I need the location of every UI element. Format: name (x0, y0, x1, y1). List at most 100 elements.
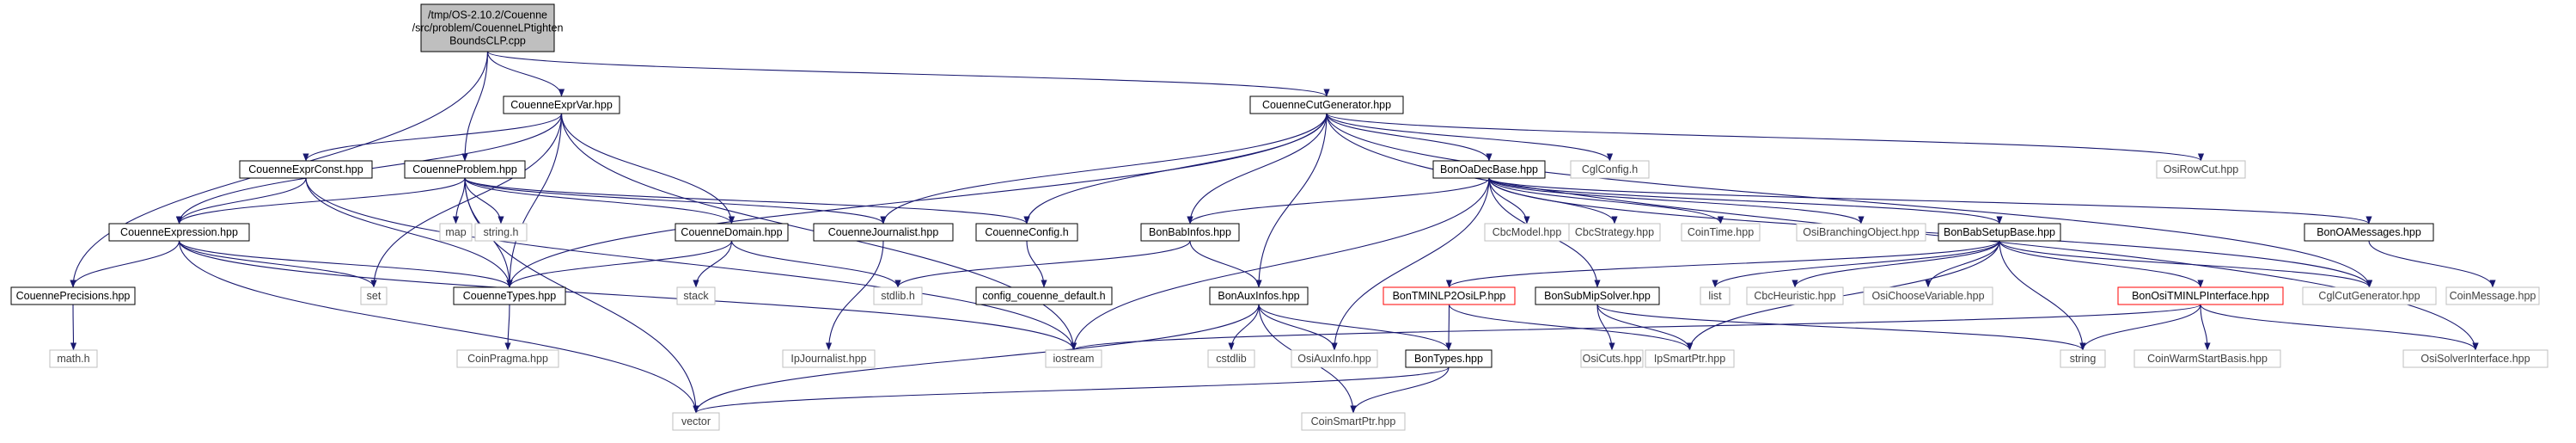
node-bonauxinfos[interactable]: BonAuxInfos.hpp (1209, 286, 1309, 305)
edge-bonoadecbase-to-bonoamessages (1488, 177, 2372, 225)
edge-couennecutgenerator-to-couennejournalist (880, 113, 1328, 225)
node-config-couenne-default[interactable]: config_couenne_default.h (975, 286, 1113, 305)
edge-couenneexprconst-to-iostream (305, 177, 1077, 351)
edge-bonoadecbase-to-osiauxinfo (1331, 177, 1490, 351)
node-bonositminlpinterface[interactable]: BonOsiTMINLPInterface.hpp (2117, 286, 2284, 305)
edge-couenneproblem-to-string-h (464, 177, 504, 225)
edge-bonauxinfos-to-osiauxinfo (1258, 304, 1338, 351)
node-box (1570, 160, 1650, 179)
edge-couennejournalist-to-ipjournalist (825, 240, 884, 351)
node-couenneconfig[interactable]: CouenneConfig.h (975, 223, 1078, 242)
node-box (1568, 223, 1661, 242)
node-couenneprecisions[interactable]: CouennePrecisions.hpp (10, 286, 136, 305)
node-label: iostream (1053, 353, 1095, 365)
node-string-h: string.h (474, 223, 528, 242)
node-bonsubmipsolver[interactable]: BonSubMipSolver.hpp (1535, 286, 1660, 305)
edge-bonbabinfos-to-bonauxinfos (1189, 240, 1262, 288)
node-label: CouenneExpression.hpp (120, 226, 238, 238)
node-box (676, 286, 716, 305)
edge-bonbabsetupbase-to-cbcheuristic (1792, 240, 2000, 288)
node-label: BonOAMessages.hpp (2317, 226, 2421, 238)
node-label: CoinMessage.hpp (2450, 290, 2536, 302)
node-ipjournalist: IpJournalist.hpp (782, 349, 876, 368)
edge-couenneproblem-to-couennedomain (464, 177, 735, 225)
node-root[interactable]: /tmp/OS-2.10.2/Couenne/src/problem/Couen… (412, 3, 564, 52)
edge-bontminlp2osilp-to-ipsmartptr (1448, 304, 1694, 351)
node-box (2302, 286, 2437, 305)
edge-bontypes-to-coinsmartptr (1350, 366, 1450, 414)
node-label: IpSmartPtr.hpp (1654, 353, 1725, 365)
node-couenneexprconst[interactable]: CouenneExprConst.hpp (239, 160, 373, 179)
edge-bonoadecbase-to-bonbabinfos (1187, 177, 1490, 225)
node-box (456, 349, 559, 368)
node-label: /tmp/OS-2.10.2/Couenne (428, 9, 547, 22)
edge-bonauxinfos-to-vector (693, 304, 1260, 414)
edge-couennecutgenerator-to-cglconfig (1326, 113, 1613, 162)
node-vector: vector (672, 412, 720, 431)
node-box (1796, 223, 1926, 242)
edge-bonoadecbase-to-cglcutgenerator (1488, 177, 2372, 288)
node-label: BonBabSetupBase.hpp (1944, 226, 2055, 238)
edge-bonoamessages-to-coinmessage (2368, 240, 2496, 288)
edge-couenneproblem-to-couenneexpression (176, 177, 466, 225)
node-bonbabinfos[interactable]: BonBabInfos.hpp (1140, 223, 1240, 242)
edge-bonsubmipsolver-to-osicuts (1596, 304, 1615, 351)
node-bontypes[interactable]: BonTypes.hpp (1405, 349, 1492, 368)
node-couennejournalist[interactable]: CouenneJournalist.hpp (813, 223, 954, 242)
node-box (453, 286, 566, 305)
node-label: BonOsiTMINLPInterface.hpp (2132, 290, 2269, 302)
node-couenneproblem[interactable]: CouenneProblem.hpp (404, 160, 526, 179)
node-box (2117, 286, 2284, 305)
node-bonoadecbase[interactable]: BonOaDecBase.hpp (1432, 160, 1546, 179)
node-stdlib: stdlib.h (873, 286, 923, 305)
node-list: list (1700, 286, 1731, 305)
node-couenneexprvar[interactable]: CouenneExprVar.hpp (503, 95, 620, 114)
edge-couenneproblem-to-couennejournalist (464, 177, 887, 225)
node-map: map (439, 223, 473, 242)
node-label: BonAuxInfos.hpp (1218, 290, 1299, 302)
node-label: BonTMINLP2OsiLP.hpp (1393, 290, 1506, 302)
edge-couennecutgenerator-to-bonauxinfos (1255, 113, 1328, 288)
node-label: stack (683, 290, 709, 302)
edge-couennecutgenerator-to-bonoadecbase (1326, 113, 1492, 162)
node-couennetypes[interactable]: CouenneTypes.hpp (453, 286, 566, 305)
node-bonbabsetupbase[interactable]: BonBabSetupBase.hpp (1938, 223, 2061, 242)
edge-couenneexpression-to-set (178, 240, 377, 288)
edge-couennecutgenerator-to-osirowcut (1326, 113, 2204, 162)
edge-bontypes-to-vector (693, 366, 1450, 414)
edge-couenneproblem-to-vector (464, 177, 699, 414)
node-label: cstdlib (1216, 353, 1246, 365)
node-label: vector (681, 415, 711, 428)
node-label: CouenneDomain.hpp (681, 226, 782, 238)
node-box (1432, 160, 1546, 179)
node-box (1209, 286, 1309, 305)
node-cointime: CoinTime.hpp (1681, 223, 1761, 242)
node-couenneexpression[interactable]: CouenneExpression.hpp (108, 223, 250, 242)
node-label: BonSubMipSolver.hpp (1544, 290, 1651, 302)
node-box (1580, 349, 1644, 368)
node-couennedomain[interactable]: CouenneDomain.hpp (675, 223, 789, 242)
node-box (404, 160, 526, 179)
node-box (1383, 286, 1516, 305)
edge-couenneexprvar-to-couennedomain (560, 113, 736, 225)
node-box (2060, 349, 2106, 368)
node-box (1140, 223, 1240, 242)
edge-bonbabsetupbase-to-cglcutgenerator (1999, 240, 2372, 288)
node-label: OsiChooseVariable.hpp (1871, 290, 1984, 302)
node-box (239, 160, 373, 179)
node-couennecutgenerator[interactable]: CouenneCutGenerator.hpp (1249, 95, 1404, 114)
edge-root-to-couenneexprvar (486, 51, 565, 97)
nodes-layer: /tmp/OS-2.10.2/Couenne/src/problem/Couen… (10, 3, 2549, 431)
node-label: BoundsCLP.cpp (449, 35, 526, 47)
node-label: string (2070, 353, 2097, 365)
edge-bonositminlpinterface-to-string (2079, 304, 2201, 351)
edge-couenneexprconst-to-couennetypes (305, 177, 513, 288)
node-label: CouenneExprConst.hpp (248, 163, 363, 175)
node-label: /src/problem/CouenneLPtighten (412, 22, 564, 34)
edge-bonbabinfos-to-stdlib (894, 240, 1191, 288)
node-bonoamessages[interactable]: BonOAMessages.hpp (2304, 223, 2434, 242)
edge-bonoadecbase-to-cbcmodel (1488, 177, 1530, 225)
edge-bonbabsetupbase-to-bontminlp2osilp (1446, 240, 2000, 288)
node-bontminlp2osilp[interactable]: BonTMINLP2OsiLP.hpp (1383, 286, 1516, 305)
node-osirowcut: OsiRowCut.hpp (2156, 160, 2246, 179)
